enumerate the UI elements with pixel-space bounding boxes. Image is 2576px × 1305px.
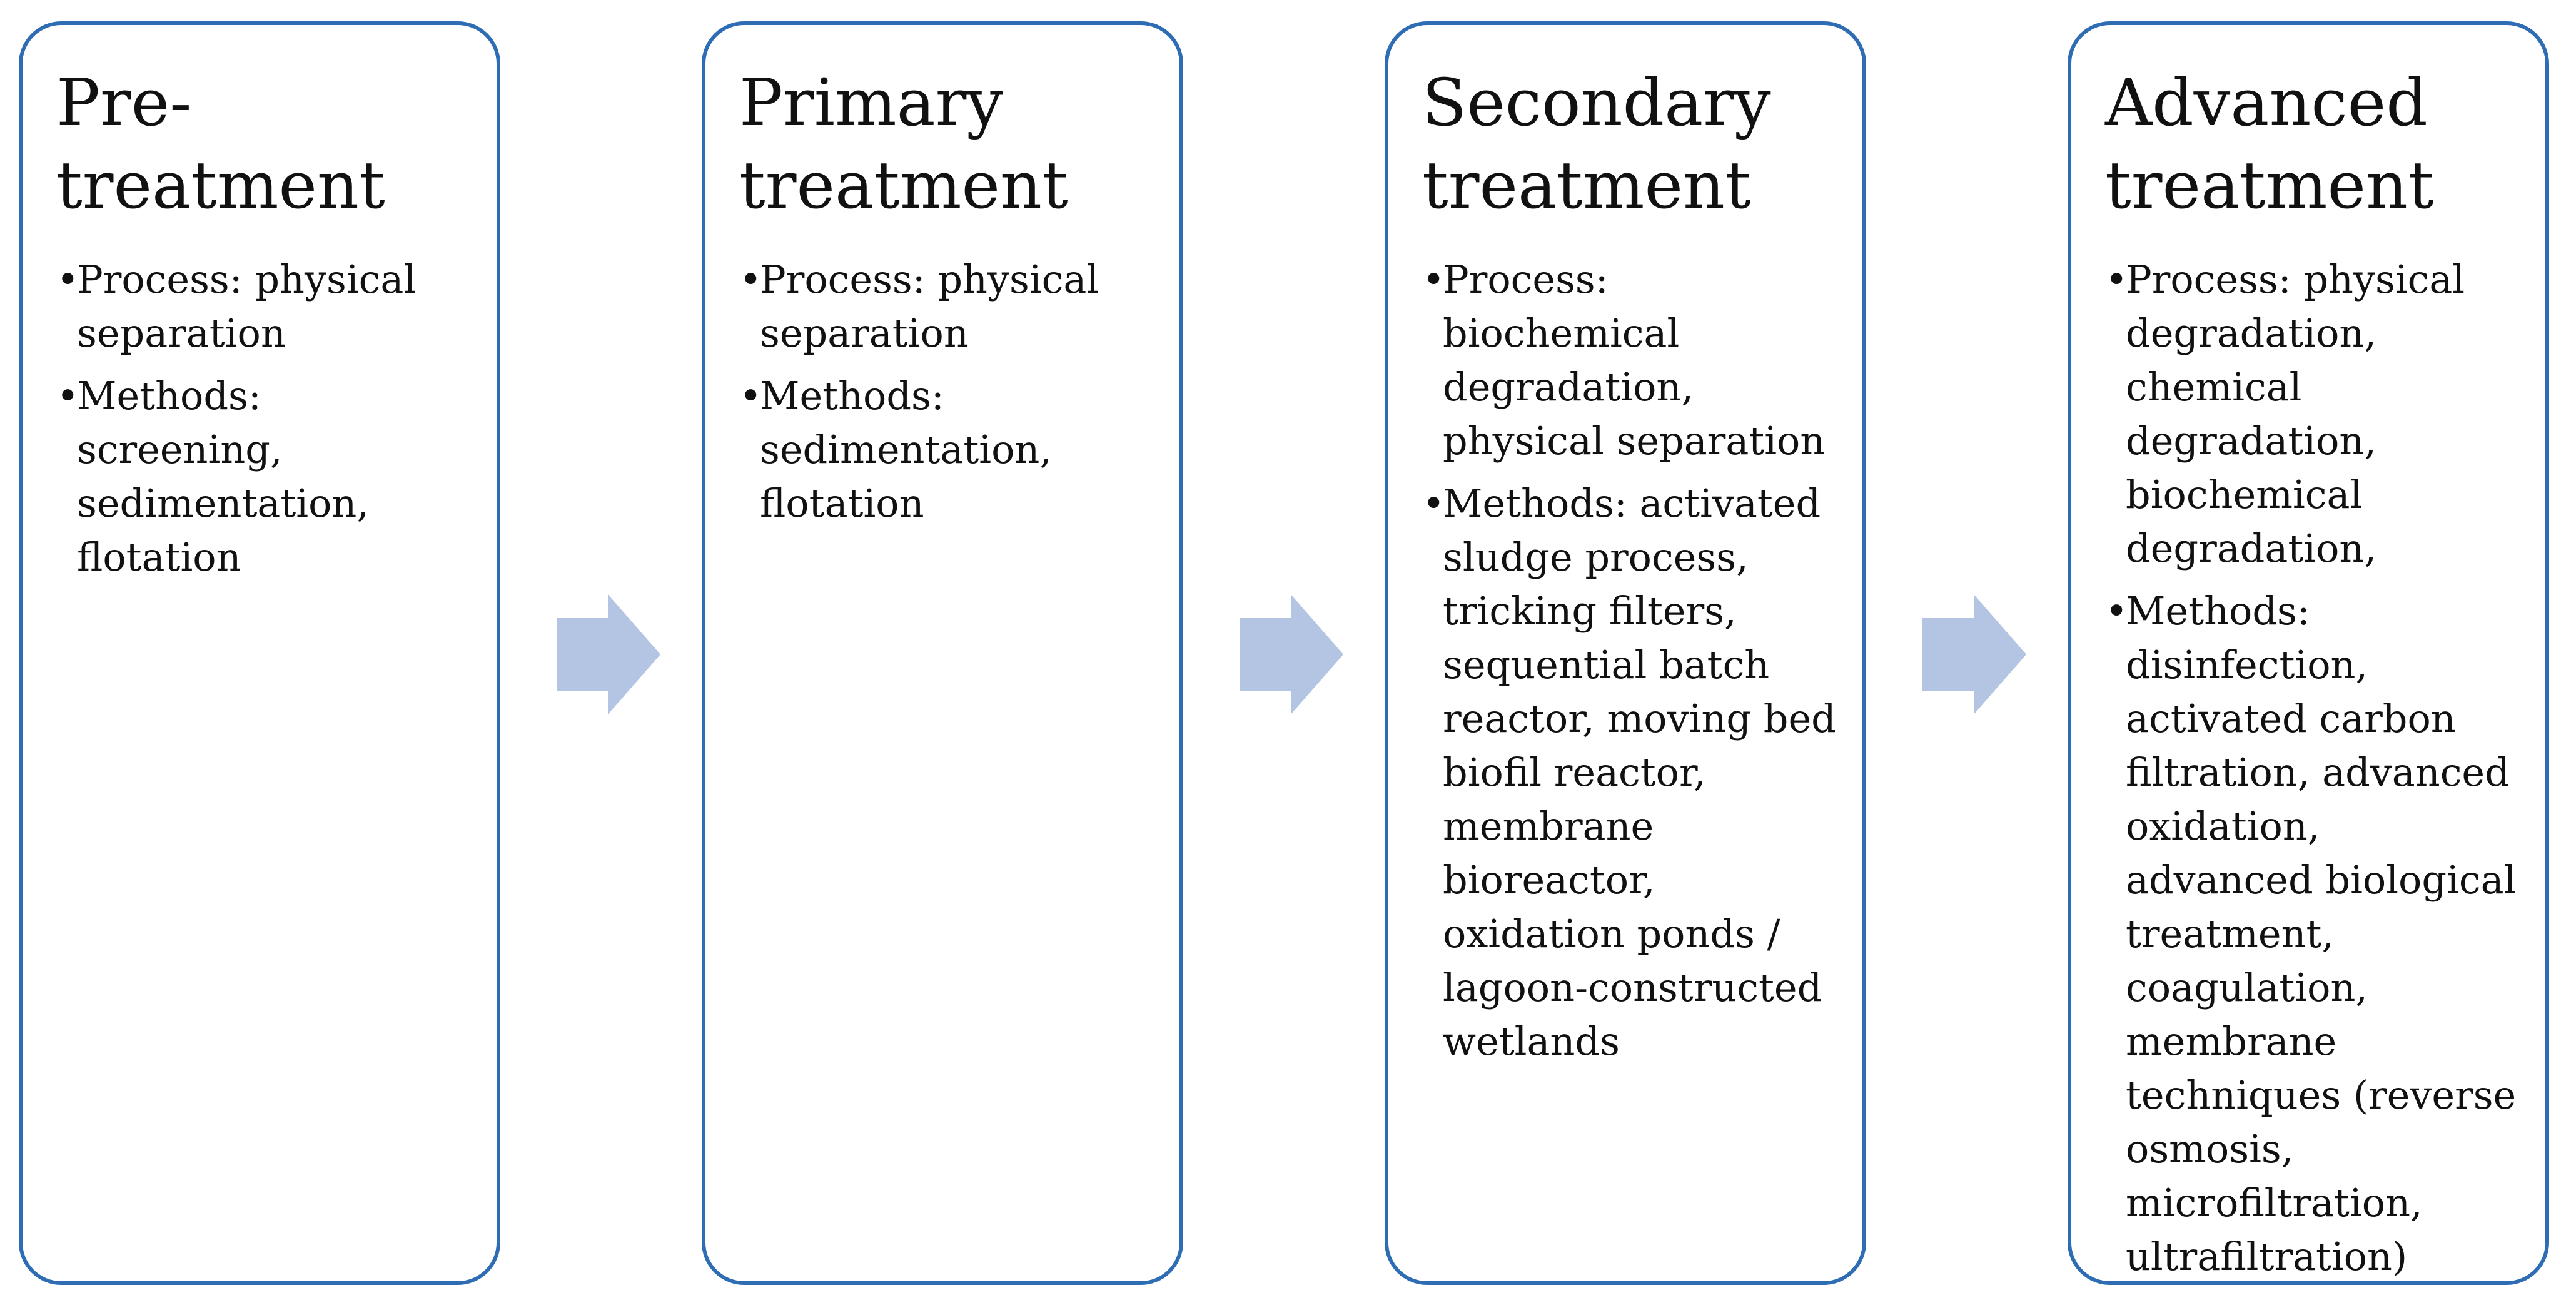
stage-advanced-box: Advanced treatment • Process: physical d… — [2068, 21, 2549, 1285]
process-bullet: • Process: physical separation — [56, 253, 472, 360]
methods-text: Methods: activated sludge process, trick… — [1443, 480, 1836, 1064]
right-arrow-icon — [1922, 594, 2026, 714]
bullet-list: • Process: physical separation • Methods… — [739, 253, 1154, 531]
stage-pretreatment-box: Pre- treatment • Process: physical separ… — [19, 21, 500, 1285]
arrow-shape — [1240, 594, 1343, 714]
process-text: Process: biochemical degradation, physic… — [1443, 256, 1826, 464]
bullet-icon: • — [2105, 588, 2128, 634]
methods-text: Methods: disinfection, activated carbon … — [2126, 588, 2517, 1279]
bullet-list: • Process: biochemical degradation, phys… — [1422, 253, 1837, 1069]
methods-text: Methods: screening, sedimentation, flota… — [77, 373, 370, 580]
methods-bullet: • Methods: sedimentation, flotation — [739, 369, 1154, 531]
bullet-icon: • — [1422, 256, 1445, 302]
right-arrow-icon — [1240, 594, 1343, 714]
stage-primary-box: Primary treatment • Process: physical se… — [702, 21, 1183, 1285]
stage-secondary-box: Secondary treatment • Process: biochemic… — [1385, 21, 1866, 1285]
methods-bullet: • Methods: activated sludge process, tri… — [1422, 477, 1837, 1069]
methods-bullet: • Methods: disinfection, activated carbo… — [2105, 584, 2520, 1284]
process-text: Process: physical degradation, chemical … — [2126, 256, 2465, 571]
stage-title: Primary treatment — [739, 64, 1068, 223]
stage-title: Pre- treatment — [56, 64, 385, 223]
methods-bullet: • Methods: screening, sedimentation, flo… — [56, 369, 472, 584]
process-text: Process: physical separation — [77, 256, 417, 356]
methods-text: Methods: sedimentation, flotation — [760, 373, 1053, 526]
bullet-icon: • — [56, 256, 79, 302]
bullet-list: • Process: physical separation • Methods… — [56, 253, 472, 584]
process-bullet: • Process: physical separation — [739, 253, 1154, 360]
bullet-list: • Process: physical degradation, chemica… — [2105, 253, 2520, 1284]
process-text: Process: physical separation — [760, 256, 1099, 356]
arrow-shape — [557, 594, 660, 714]
arrow-shape — [1922, 594, 2026, 714]
bullet-icon: • — [1422, 480, 1445, 526]
bullet-icon: • — [739, 256, 762, 302]
stage-title: Secondary treatment — [1422, 64, 1771, 223]
process-bullet: • Process: physical degradation, chemica… — [2105, 253, 2520, 576]
process-bullet: • Process: biochemical degradation, phys… — [1422, 253, 1837, 468]
stage-title: Advanced treatment — [2105, 64, 2434, 223]
bullet-icon: • — [56, 373, 79, 419]
right-arrow-icon — [557, 594, 660, 714]
bullet-icon: • — [2105, 256, 2128, 302]
bullet-icon: • — [739, 373, 762, 419]
